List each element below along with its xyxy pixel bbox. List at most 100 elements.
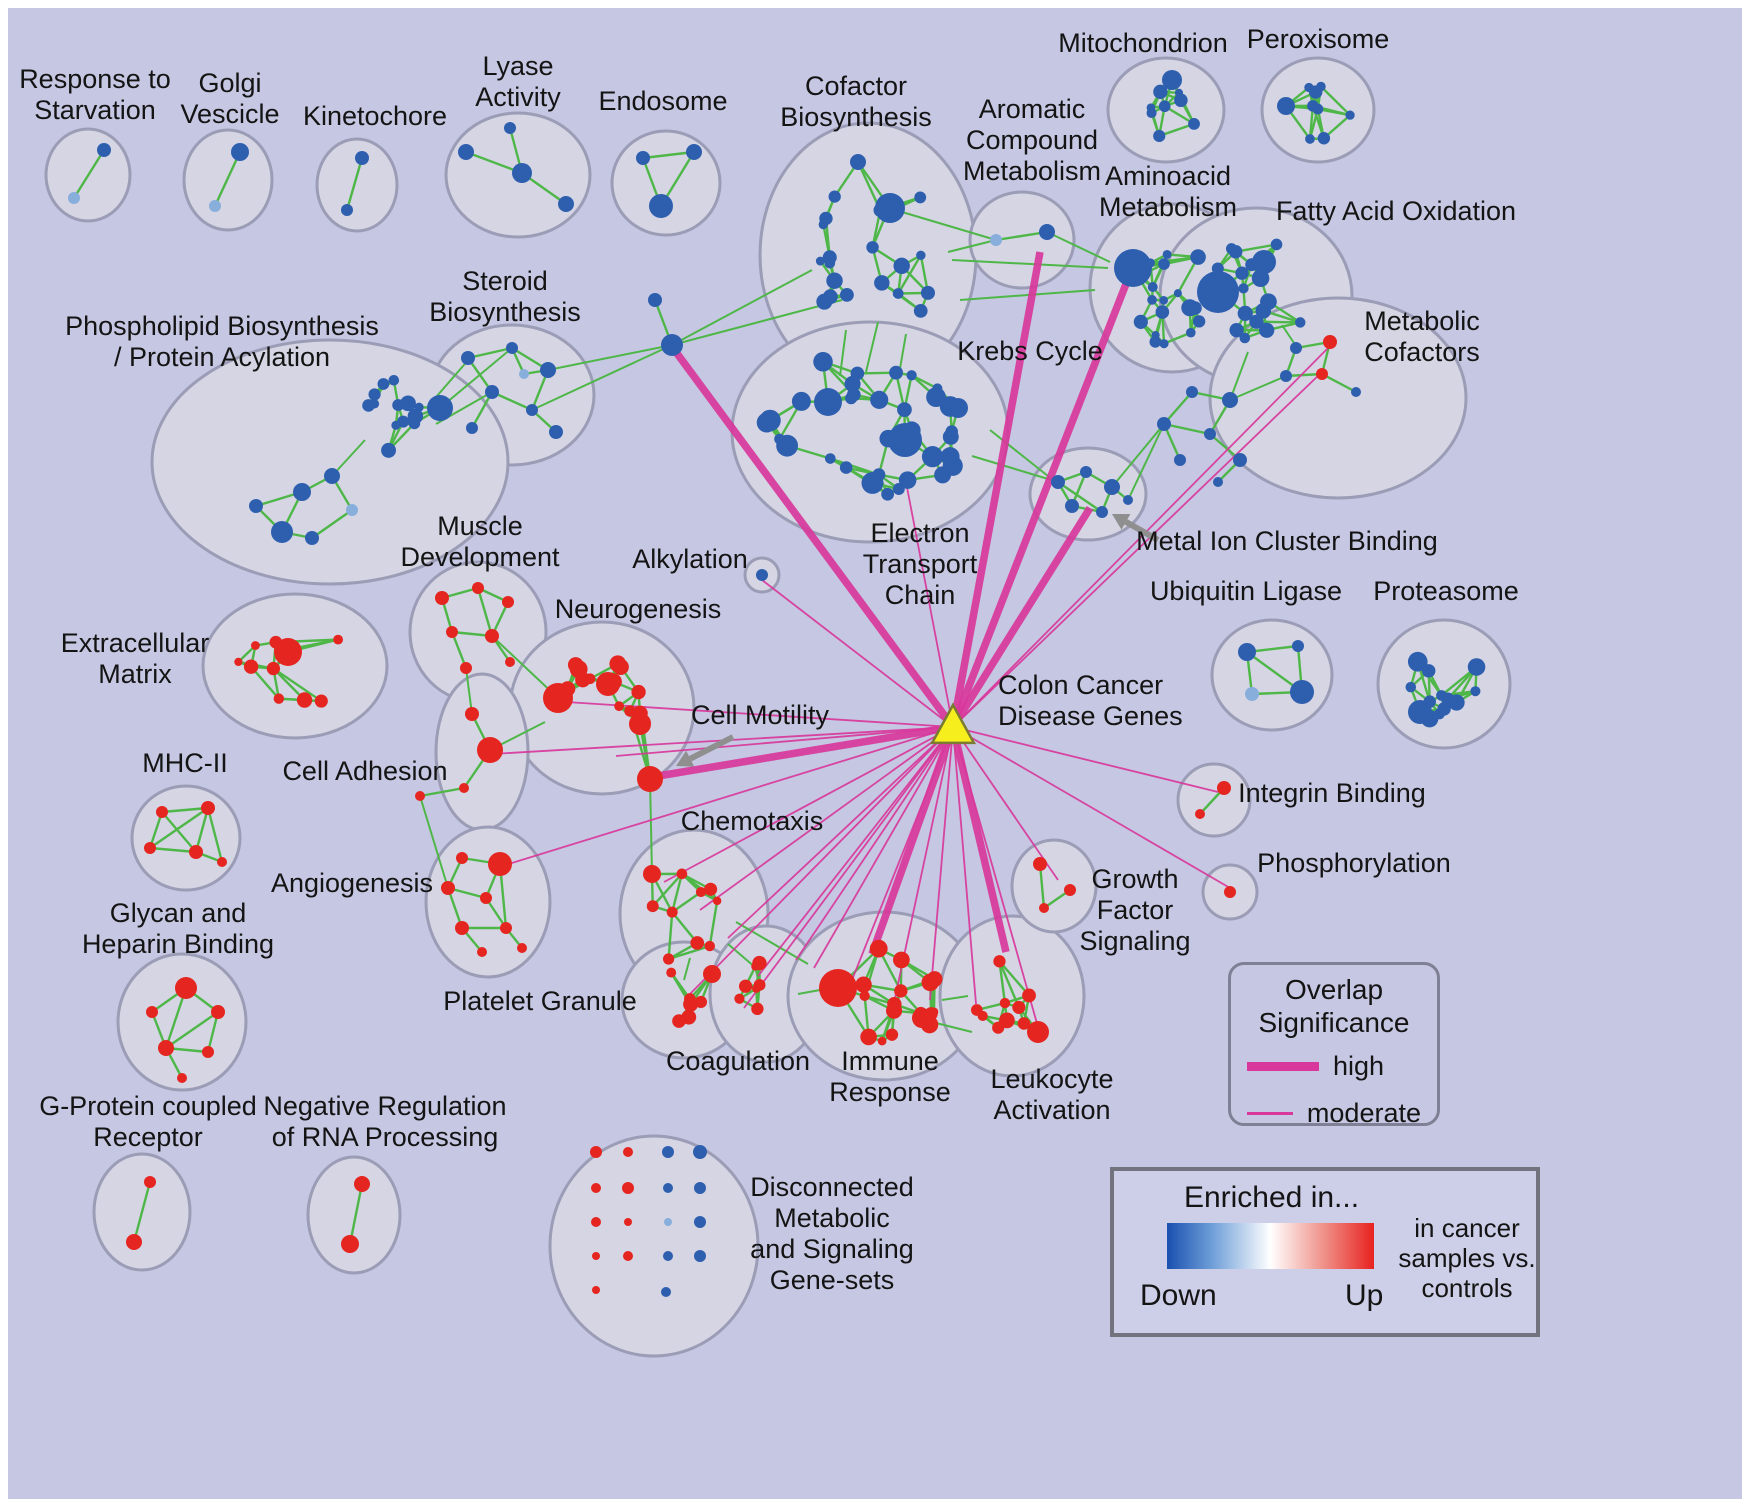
node-glycan-heparin-binding	[177, 1073, 187, 1083]
cluster-ellipse-aromatic-compound-metabolism	[968, 190, 1076, 290]
significance-edge-high	[949, 251, 1044, 728]
node-electron-transport-chain	[942, 428, 959, 445]
cluster-label-phospholipid-biosynthesis: Phospholipid Biosynthesis/ Protein Acyla…	[65, 311, 379, 372]
node-proteasome	[1436, 690, 1447, 701]
significance-edge-moderate	[501, 726, 954, 867]
edge-mhc-ii	[148, 811, 164, 849]
node-coagulation	[738, 979, 753, 993]
node-chemotaxis	[695, 887, 707, 898]
node-immune-response	[885, 1028, 899, 1041]
node-peroxisome	[1316, 81, 1326, 92]
node-aminoacid-metabolism	[1147, 282, 1158, 292]
edge-mhc-ii	[149, 846, 197, 854]
edge-chemotaxis	[667, 912, 674, 960]
node-peroxisome	[1312, 103, 1324, 115]
node-mhc-ii	[217, 857, 227, 867]
node-immune-response	[869, 939, 888, 958]
node-lyase-activity	[558, 196, 574, 212]
node-cofactor-biosynthesis	[816, 293, 833, 310]
edge-mitochondrion	[1158, 122, 1195, 138]
node-electron-transport-chain	[921, 446, 944, 468]
significance-edge-moderate	[847, 726, 954, 991]
cluster-label-mhc-ii: MHC-II	[142, 748, 227, 778]
node-mhc-ii	[189, 845, 203, 859]
edge-chemotaxis	[651, 873, 683, 907]
node-phospholipid-biosynthesis	[391, 420, 401, 430]
node-chemotaxis	[690, 936, 705, 950]
node-steroid-biosynthesis	[461, 351, 475, 365]
node-steroid-biosynthesis	[549, 425, 563, 439]
node-extracellular-matrix	[266, 661, 281, 676]
node-neurogenesis	[631, 684, 646, 700]
node-extracellular-matrix	[234, 657, 243, 667]
edge-mhc-ii	[161, 806, 209, 814]
node-disconnected-genesets	[694, 1216, 706, 1228]
edge-aminoacid-metabolism	[1163, 331, 1192, 345]
significance-edge-moderate	[952, 371, 1323, 728]
node-cofactor-biosynthesis	[913, 303, 928, 318]
inter-cluster-edge	[547, 344, 673, 371]
edge-glycan-heparin-binding	[165, 1011, 219, 1049]
node-fatty-acid-oxidation	[1270, 238, 1283, 251]
node-chemotaxis	[666, 906, 678, 918]
cluster-ellipse-endosome	[610, 129, 722, 237]
node-muscle-development	[446, 626, 458, 638]
significance-edge-high	[949, 282, 1130, 729]
cluster-ellipse-proteasome	[1376, 618, 1512, 750]
node-disconnected-genesets	[592, 1252, 600, 1260]
node-phospholipid-tail	[346, 504, 358, 516]
inter-cluster-edge	[735, 921, 809, 965]
node-fatty-acid-oxidation	[1238, 283, 1249, 294]
node-metal-ion-cluster-binding	[1104, 479, 1120, 495]
node-cofactor-biosynthesis	[840, 287, 854, 302]
node-metal-ion-cluster-binding	[1051, 475, 1065, 489]
node-muscle-development	[472, 582, 484, 594]
cluster-label-phosphorylation: Phosphorylation	[1257, 848, 1451, 878]
node-cofactor-biosynthesis	[916, 250, 926, 261]
node-proteasome	[1407, 651, 1428, 672]
significance-edge-moderate	[905, 481, 954, 728]
node-angiogenesis	[455, 921, 469, 935]
inter-cluster-edge	[683, 957, 691, 981]
edge-negative-regulation-rna	[348, 1183, 364, 1245]
node-ubiquitin-ligase	[1292, 640, 1304, 652]
cluster-ellipse-glycan-heparin-binding	[116, 952, 248, 1092]
node-muscle-development	[435, 591, 449, 605]
significance-edge-moderate	[952, 726, 1059, 881]
cluster-ellipse-mhc-ii	[130, 784, 242, 892]
node-leukocyte-activation	[1027, 1021, 1049, 1043]
cluster-label-neurogenesis: Neurogenesis	[555, 594, 722, 624]
node-leukocyte-activation	[993, 955, 1006, 968]
node-fatty-acid-oxidation	[1295, 317, 1306, 328]
significance-edge-moderate	[952, 726, 1231, 889]
up-label: Up	[1345, 1279, 1384, 1312]
edge-chemotaxis	[708, 900, 719, 947]
node-mitochondrion	[1162, 70, 1182, 90]
node-cofactor-biosynthesis	[815, 256, 825, 266]
significance-edge-moderate	[687, 726, 954, 997]
significance-edge-high	[949, 506, 1094, 729]
inter-cluster-edge	[465, 667, 473, 715]
inter-cluster-edge	[419, 795, 449, 889]
node-metal-ion-cluster-binding	[1123, 495, 1133, 505]
node-fatty-acid-oxidation	[1249, 314, 1264, 329]
node-chemotaxis	[662, 953, 675, 965]
edge-metabolic-cofactors	[1285, 372, 1323, 378]
node-cofactor-biosynthesis	[818, 219, 829, 230]
inter-cluster-edge	[1111, 423, 1165, 488]
node-cofactor-biosynthesis	[866, 241, 879, 254]
node-steroid-biosynthesis	[526, 404, 538, 416]
cluster-ellipse-ubiquitin-ligase	[1210, 618, 1334, 732]
inter-cluster-edge	[971, 455, 1059, 483]
node-alkylation	[756, 569, 768, 581]
cluster-label-coagulation: Coagulation	[666, 1046, 810, 1076]
node-cofactor-biosynthesis	[824, 257, 836, 269]
node-cofactor-biosynthesis	[828, 190, 841, 203]
